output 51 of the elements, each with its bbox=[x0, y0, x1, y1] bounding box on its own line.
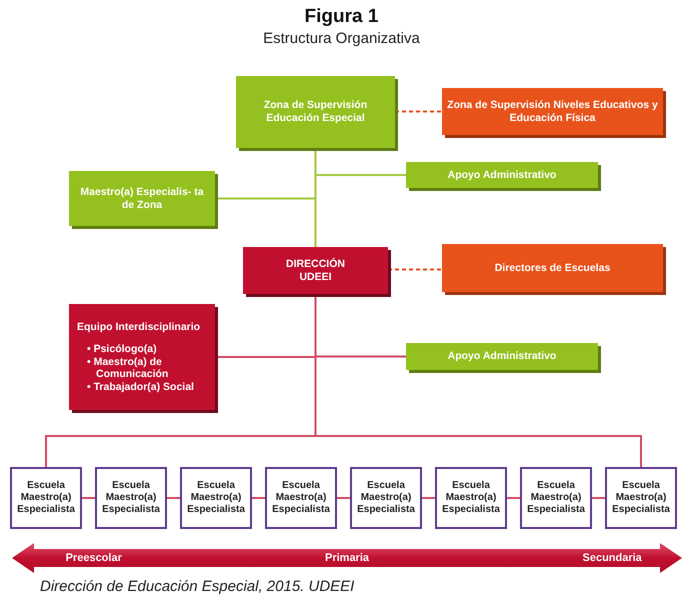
connector-line bbox=[422, 497, 435, 499]
connector-line bbox=[507, 497, 520, 499]
source-caption: Dirección de Educación Especial, 2015. UDEEI bbox=[40, 578, 354, 595]
level-label: Secundaria bbox=[582, 552, 642, 564]
figure-title: Figura 1 bbox=[304, 6, 378, 28]
role-box bbox=[406, 162, 598, 188]
connector-line bbox=[252, 497, 265, 499]
role-box bbox=[69, 171, 215, 226]
team-heading: Equipo Interdisciplinario bbox=[77, 320, 200, 334]
school-box bbox=[265, 467, 337, 529]
school-box bbox=[605, 467, 677, 529]
box-label: Directores de Escuelas bbox=[494, 262, 610, 274]
dashed-connector bbox=[388, 268, 442, 270]
level-label: Preescolar bbox=[66, 552, 122, 564]
school-box bbox=[95, 467, 167, 529]
team-member: • Psicólogo(a) bbox=[87, 343, 158, 356]
box-label: Zona de Supervisión Educación Especial bbox=[262, 99, 368, 125]
direction-box bbox=[69, 304, 215, 410]
school-box bbox=[180, 467, 252, 529]
box-label: Escuela Maestro(a) Especialista bbox=[356, 480, 416, 516]
direction-box bbox=[243, 247, 388, 294]
box-label: Apoyo Administrativo bbox=[448, 168, 556, 182]
school-box bbox=[435, 467, 507, 529]
team-member: • Trabajador(a) Social bbox=[87, 380, 195, 394]
dashed-connector bbox=[395, 110, 442, 112]
external-box bbox=[442, 88, 663, 135]
box-label: Escuela Maestro(a) Especialista bbox=[101, 480, 161, 516]
external-box bbox=[442, 244, 663, 292]
level-arrow-band bbox=[12, 543, 682, 573]
connector-line bbox=[592, 497, 605, 499]
school-box bbox=[10, 467, 82, 529]
role-box bbox=[406, 343, 598, 370]
connector-line bbox=[82, 497, 95, 499]
level-label: Primaria bbox=[324, 552, 370, 564]
box-label: Escuela Maestro(a) Especialista bbox=[271, 480, 331, 516]
connector-line bbox=[337, 497, 350, 499]
box-label: Escuela Maestro(a) Especialista bbox=[526, 480, 586, 516]
box-label: Escuela Maestro(a) Especialista bbox=[441, 480, 501, 516]
school-box bbox=[350, 467, 422, 529]
figure-subtitle: Estructura Organizativa bbox=[263, 30, 420, 47]
box-label: Escuela Maestro(a) Especialista bbox=[611, 480, 671, 516]
box-label: Maestro(a) Especialis- ta de Zona bbox=[80, 186, 204, 212]
team-member: • Maestro(a) de Comunicación bbox=[87, 356, 170, 381]
box-label: Escuela Maestro(a) Especialista bbox=[16, 480, 76, 516]
role-box bbox=[236, 76, 395, 148]
box-label: Escuela Maestro(a) Especialista bbox=[186, 480, 246, 516]
box-label: Apoyo Administrativo bbox=[448, 350, 556, 363]
school-box bbox=[520, 467, 592, 529]
box-label: Zona de Supervisión Niveles Educativos y Educación Física bbox=[446, 98, 659, 124]
box-label: DIRECCIÓN UDEEI bbox=[285, 258, 346, 284]
connector-line bbox=[167, 497, 180, 499]
